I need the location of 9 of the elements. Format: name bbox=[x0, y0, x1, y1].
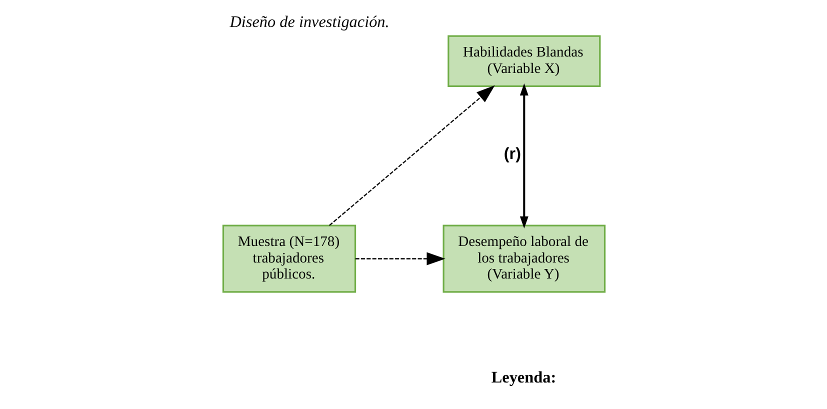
node-box: Desempeño laboral de los trabajadores (Variable Y) bbox=[442, 224, 606, 293]
node-box: Habilidades Blandas (Variable X) bbox=[447, 35, 600, 88]
diagram-title: Diseño de investigación. bbox=[229, 13, 389, 32]
label: Leyenda: bbox=[490, 368, 556, 387]
arrow bbox=[519, 83, 528, 229]
node-box: Muestra (N=178) trabajadores públicos. bbox=[222, 224, 356, 293]
edge-label: (r) bbox=[503, 145, 521, 164]
arrow bbox=[354, 252, 445, 266]
arrow bbox=[328, 85, 494, 226]
